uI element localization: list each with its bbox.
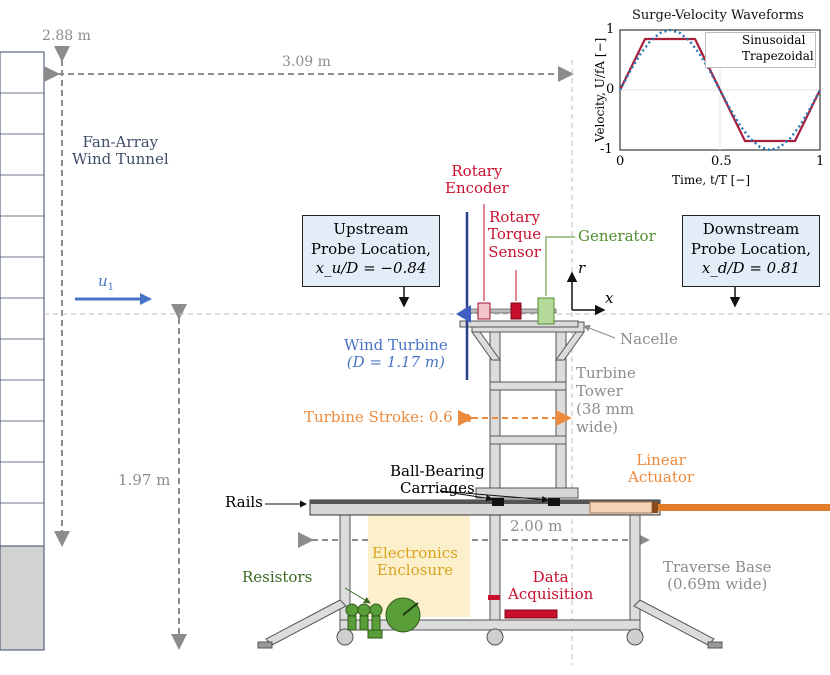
linear-actuator-rod [652,504,830,511]
legend-label-sinusoidal: Sinusoidal [742,33,806,47]
chart-xtick-end: 1 [816,154,825,169]
turbine-tower-line1: Turbine [576,364,636,382]
electronics-enclosure [368,515,470,617]
linear-actuator-collar [652,502,658,513]
upstream-probe-box: Upstream Probe Location, x_u/D = −0.84 [302,215,440,287]
rail-top [310,500,660,504]
upstream-line3: x_u/D = −0.84 [315,259,427,277]
fan-array-label: Fan-Array Wind Tunnel [72,133,169,169]
linear-actuator-housing [589,501,653,514]
chart-xtick-0: 0 [616,154,625,169]
u1-label: u1 [98,272,115,294]
tunnel-distance-label: 3.09 m [282,54,331,70]
linear-actuator-line1: Linear [636,451,686,469]
generator-leader [545,236,575,296]
carriage-left [492,498,504,506]
rotary-encoder-label: Rotary Encoder [445,162,509,198]
nacelle-deck [459,320,579,328]
electronics-line2: Enclosure [376,561,454,580]
axis-r-label: r [578,259,586,277]
torque-sensor-line3: Sensor [488,242,541,261]
generator-label: Generator [578,227,656,245]
torque-sensor [510,302,522,320]
traverse-base-line2: (0.69m wide) [667,575,768,594]
u1-symbol: u [98,272,108,290]
turbine-tower-line2: Tower [576,382,623,400]
linear-actuator-line2: Actuator [628,468,695,487]
upstream-line2: Probe Location, [310,239,432,258]
turbine-tower [471,321,585,489]
ball-bearing-label: Ball-Bearing Carriages [390,462,485,498]
resistor-bank [345,597,421,639]
turbine-tower-line3: (38 mm [576,400,635,418]
resistor-leader [344,587,371,604]
data-acquisition-line1: Data [532,568,569,586]
series-sinusoidal [618,28,822,152]
tunnel-height-label: 2.88 m [42,28,91,44]
data-acquisition-box [504,609,558,619]
carriage-leader-right [439,490,549,503]
turbine-tower-label: Turbine Tower (38 mm wide) [576,364,636,436]
carriage-leader-left [439,490,493,502]
traverse-base-line1: Traverse Base [663,558,772,576]
fan-array-line2: Wind Tunnel [72,150,169,169]
wind-turbine-line2: (D = 1.17 m) [346,353,445,372]
u1-subscript: 1 [107,282,115,293]
chart-legend: Sinusoidal Trapezoidal [705,32,816,68]
data-acquisition-switch [488,595,500,600]
hub-height-label: 1.97 m [118,471,171,489]
chart-xtick-mid: 0.5 [711,154,732,169]
carriage-plate [475,487,579,499]
electronics-label: Electronics Enclosure [372,544,458,580]
freestream-arrowhead [140,293,152,305]
ball-bearing-line2: Carriages [400,479,475,498]
wind-turbine-line1: Wind Turbine [344,336,448,354]
electronics-line1: Electronics [372,544,458,562]
axis-x-label: x [605,289,614,307]
torque-sensor-label: Rotary Torque Sensor [488,208,542,261]
nacelle-leader [583,324,616,339]
traverse-base-label: Traverse Base (0.69m wide) [663,558,772,594]
ball-bearing-line1: Ball-Bearing [390,462,485,480]
chart-xlabel: Time, t/T [−] [672,173,751,187]
chart-ytick-top: 1 [606,22,615,37]
rotary-encoder-line1: Rotary [451,162,503,180]
rotor-spinner [456,305,471,323]
downstream-line3: x_d/D = 0.81 [701,259,801,277]
upstream-line1: Upstream [333,220,409,238]
generator-body [537,297,555,325]
rails-label: Rails [225,493,263,511]
fan-array-line1: Fan-Array [82,133,159,151]
wind-turbine-label: Wind Turbine (D = 1.17 m) [344,336,448,372]
downstream-probe-box: Downstream Probe Location, x_d/D = 0.81 [682,215,820,287]
chart-ytick-bottom: -1 [600,142,613,157]
downstream-line2: Probe Location, [690,239,812,258]
nacelle-label: Nacelle [620,330,678,348]
torque-sensor-line2: Torque [488,225,542,244]
resistors-label: Resistors [242,568,313,586]
chart-title: Surge-Velocity Waveforms [632,8,804,23]
chart-ytick-mid: 0 [606,82,615,97]
linear-actuator-label: Linear Actuator [628,451,695,487]
torque-sensor-line1: Rotary [489,208,541,226]
traverse-length-label: 2.00 m [510,517,563,535]
rotary-encoder-line2: Encoder [445,179,509,198]
data-acquisition-label: Data Acquisition [508,568,594,604]
downstream-line1: Downstream [702,220,800,238]
turbine-stroke-label: Turbine Stroke: 0.6 m [304,408,472,426]
carriage-right [548,498,560,506]
fan-array-wall [0,51,45,651]
data-acquisition-line2: Acquisition [508,585,594,604]
legend-label-trapezoidal: Trapezoidal [742,49,814,63]
traverse-base-frame [257,514,723,649]
rotary-encoder [477,302,491,320]
turbine-tower-line4: wide) [576,418,618,436]
